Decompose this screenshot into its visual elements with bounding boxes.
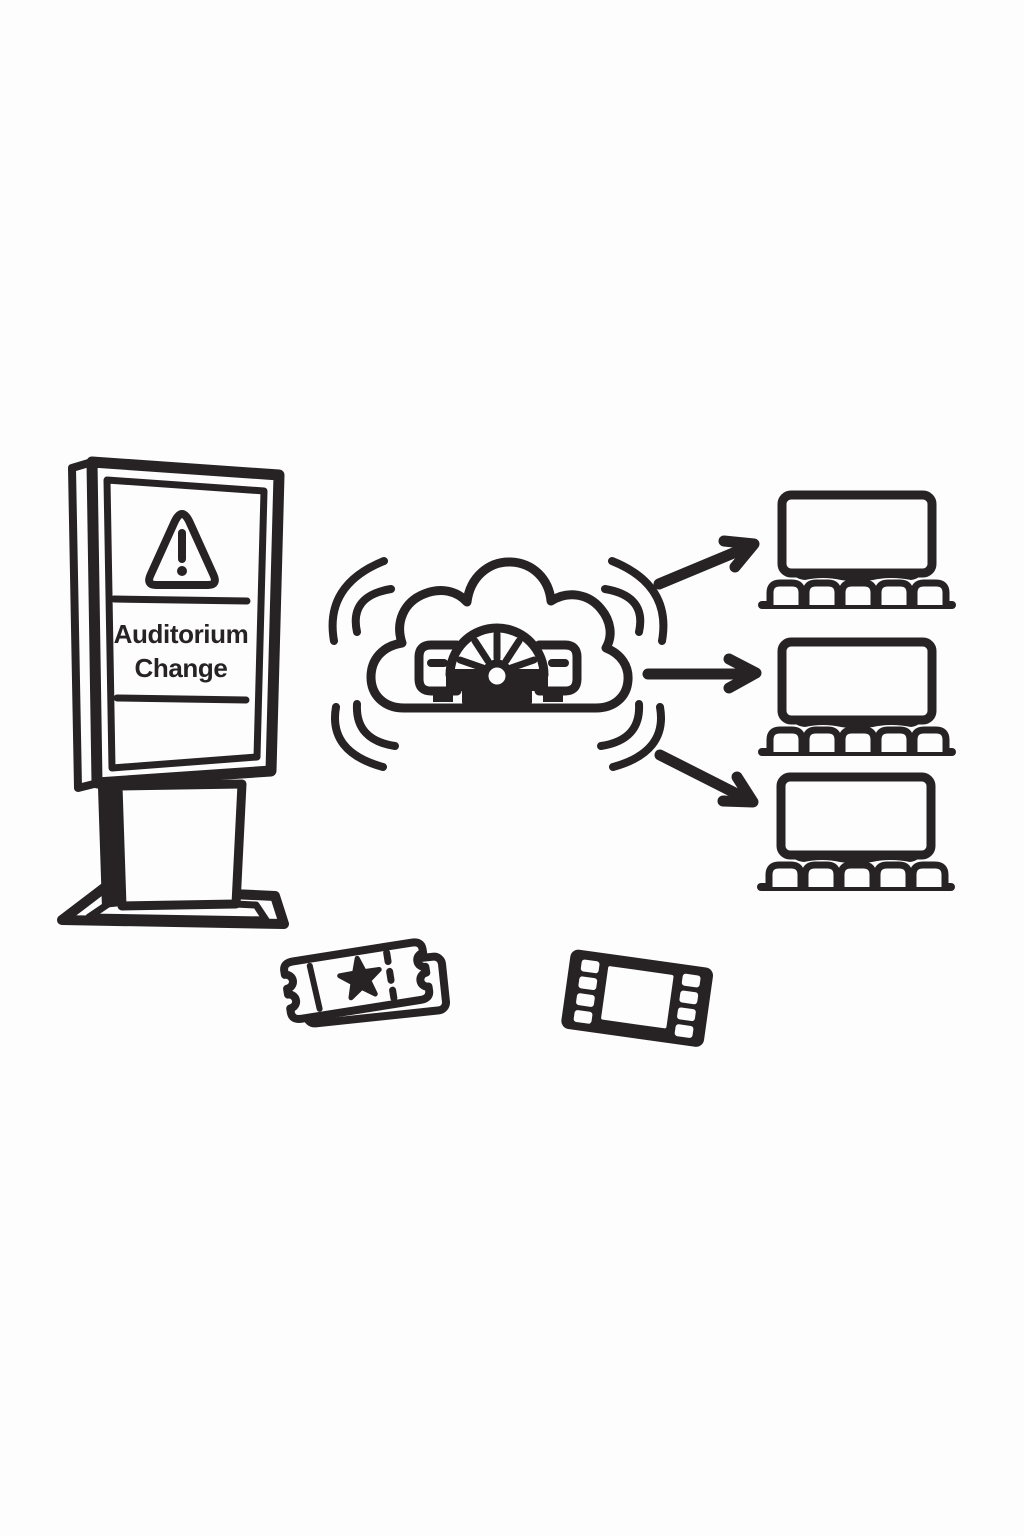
dome-spokes [456,630,538,672]
ticket-perforation [383,949,398,1002]
film-window [601,966,674,1029]
projector-dome [445,623,549,704]
auditorium-1 [762,495,952,605]
signage-kiosk: Auditorium Change [57,456,289,929]
film-strip-icon [561,949,714,1047]
film-sprocket-holes [573,959,701,1038]
auditorium-2 [762,642,952,752]
arrow-bottom [654,749,759,808]
arrow-middle [642,653,762,694]
warning-triangle-icon [145,510,219,589]
lens-hub [480,659,514,693]
broadcast-arrows [642,535,762,808]
ticket-star [337,955,382,1001]
exclamation-dot [177,566,187,576]
alert-text-line1: Auditorium [114,619,249,649]
alert-text-line2: Change [135,653,228,683]
auditorium-3 [761,777,951,887]
projector-left-reel [414,640,462,702]
projector-right-reel [534,640,582,702]
cloud-projector-icon [333,561,664,767]
arrow-top [653,535,760,590]
divider-bottom [113,694,250,704]
kiosk-pillar-front [113,779,247,911]
movie-tickets-icon [280,938,451,1028]
ticket-stub-line [306,962,323,1012]
divider-top [110,595,251,605]
